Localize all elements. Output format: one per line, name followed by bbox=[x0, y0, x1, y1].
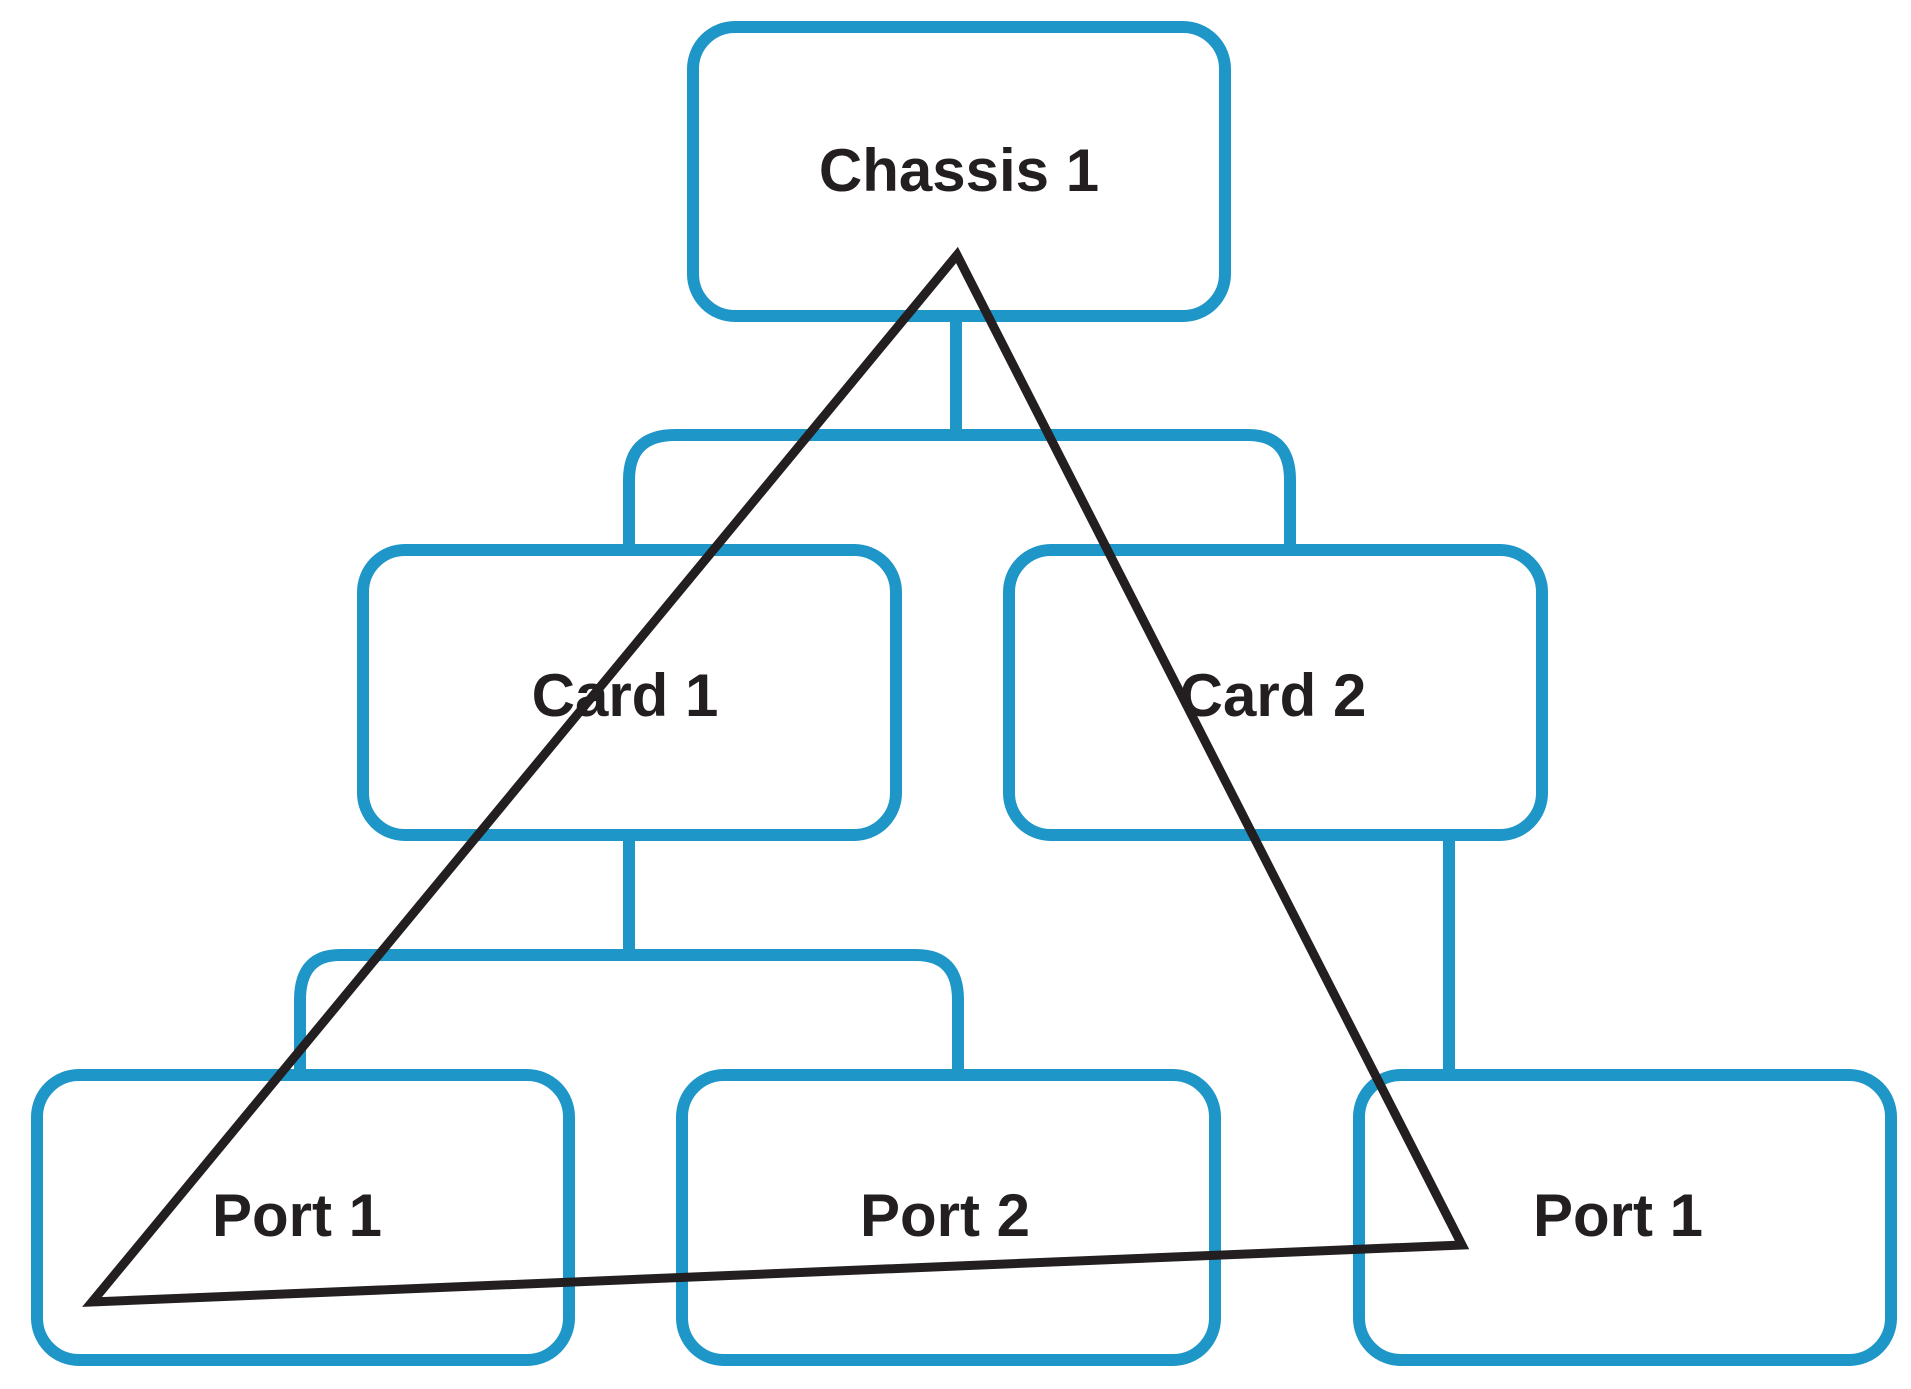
node-box bbox=[687, 21, 1231, 322]
node-card2-port-1: Port 1 bbox=[1353, 1069, 1897, 1366]
node-label: Port 1 bbox=[1533, 1182, 1703, 1249]
node-box bbox=[1353, 1069, 1897, 1366]
connector-chassis-to-cards bbox=[623, 316, 1296, 550]
node-chassis-1: Chassis 1 bbox=[687, 21, 1231, 322]
node-card1-port-1: Port 1 bbox=[31, 1069, 575, 1366]
node-label: Card 1 bbox=[532, 662, 719, 729]
node-label: Chassis 1 bbox=[819, 137, 1099, 204]
node-label: Card 2 bbox=[1180, 662, 1367, 729]
triangle-overlay bbox=[82, 246, 1470, 1307]
node-label: Port 2 bbox=[860, 1182, 1030, 1249]
node-card1-port-2: Port 2 bbox=[676, 1069, 1221, 1366]
node-box bbox=[357, 544, 902, 841]
node-card-2: Card 2 bbox=[1003, 544, 1548, 841]
tree-connectors bbox=[294, 316, 1455, 1075]
node-box bbox=[676, 1069, 1221, 1366]
node-card-1: Card 1 bbox=[357, 544, 902, 841]
node-label: Port 1 bbox=[212, 1182, 382, 1249]
connector-card1-to-ports bbox=[294, 835, 964, 1075]
